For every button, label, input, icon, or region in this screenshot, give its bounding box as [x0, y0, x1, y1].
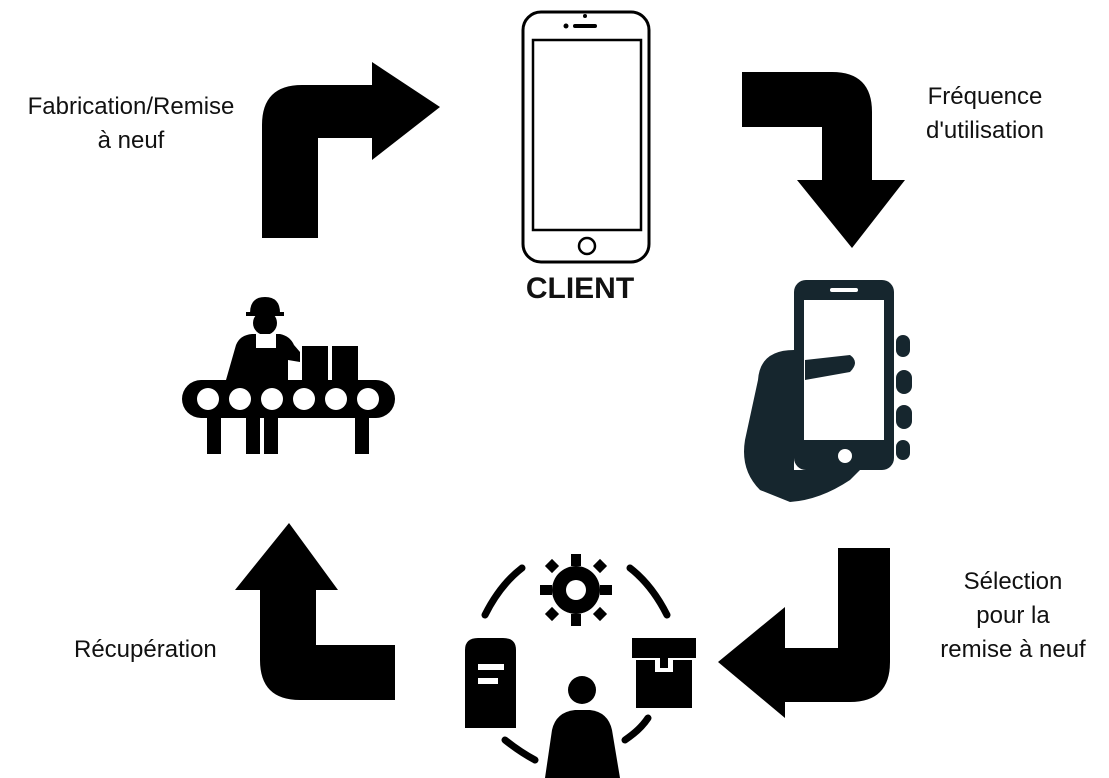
- hand-phone-icon: [744, 280, 912, 502]
- arrow-recuperation: [235, 523, 395, 700]
- recycling-process-icon: [465, 554, 696, 778]
- arrow-selection: [718, 548, 890, 718]
- arrow-fabrication: [262, 62, 440, 238]
- step-label-selection: Sélection pour la remise à neuf: [940, 568, 1086, 663]
- client-phone-icon: [521, 10, 651, 264]
- factory-worker-icon: [182, 297, 395, 454]
- client-label: CLIENT: [525, 272, 635, 305]
- step-label-frequence: Fréquence d'utilisation: [926, 83, 1044, 144]
- arrow-frequence: [742, 72, 905, 248]
- step-label-fabrication: Fabrication/Remise à neuf: [27, 93, 235, 154]
- step-label-recuperation: Récupération: [74, 636, 217, 663]
